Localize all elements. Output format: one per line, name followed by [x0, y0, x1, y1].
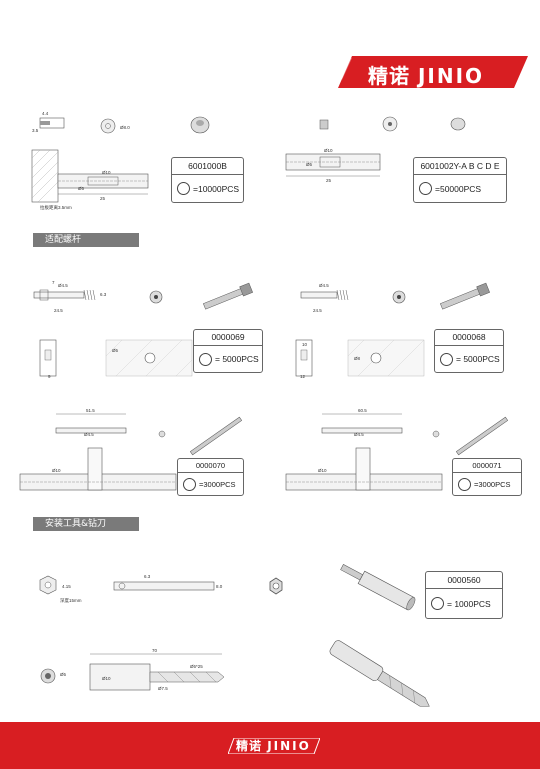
cam-6001002Y-drawings: Ø10 Ø5 25	[285, 116, 466, 183]
product-qty: = 5000PCS	[456, 354, 500, 364]
dim-51-5: 51.5	[86, 408, 95, 413]
package-icon	[431, 597, 444, 610]
product-card-0000068: 0000068 = 5000PCS	[434, 329, 504, 373]
drill-bit-drawings: Ø5 70 Ø10 Ø5*25 Ø7.5	[40, 648, 225, 691]
dim-d8-hole: Ø8	[354, 356, 361, 361]
dim-12: 12	[300, 374, 306, 379]
dim-d10-b: Ø10	[324, 148, 333, 153]
dim-25-b: 25	[326, 178, 332, 183]
brand-logo-footer	[228, 738, 320, 754]
hole-view-0000068: 10 12 Ø8	[295, 339, 425, 379]
dim-d10: Ø10	[102, 170, 111, 175]
thickness-note: 拉板距离3.5mm	[40, 204, 72, 211]
dim-24-5-b: 24.5	[313, 308, 322, 313]
dim-4-15: 4.15	[62, 584, 71, 589]
dim-7: 7	[52, 280, 55, 285]
dim-6-3-tool: 6.3	[144, 574, 151, 579]
hex-socket-icon	[269, 577, 283, 595]
dim-6-3: 6.3	[100, 292, 107, 297]
dim-d4-5-bolt: Ø4.5	[84, 432, 94, 437]
product-code: 0000069	[194, 330, 262, 346]
package-icon	[183, 477, 196, 491]
dim-d5-hole: Ø5	[112, 348, 119, 353]
screw-0000069-drawings: Ø4.5 7 6.3 24.5	[33, 280, 254, 313]
dim-10: 10	[302, 342, 308, 347]
product-qty: = 1000PCS	[447, 598, 491, 609]
product-qty: = 5000PCS	[215, 354, 259, 364]
brand-logo-top	[338, 56, 528, 88]
dim-d10-bolt: Ø10	[52, 468, 61, 473]
product-code: 6001002Y-A B C D E	[414, 158, 506, 175]
dim-d4-5-b: Ø4.5	[319, 283, 329, 288]
brand-en-text: JINIO	[417, 64, 485, 88]
dim-3-5: 3.5	[32, 128, 39, 133]
product-qty: =50000PCS	[435, 183, 482, 194]
product-card-0000560: 0000560 = 1000PCS	[425, 571, 503, 619]
package-icon	[199, 352, 212, 366]
product-card-0000070: 0000070 =3000PCS	[177, 458, 244, 496]
dim-4-4: 4.4	[42, 111, 49, 116]
bolt-0000071-drawings: 60.5 Ø4.5 Ø10	[285, 408, 509, 491]
bolt-0000070-drawings: 51.5 Ø4.5 Ø10	[19, 408, 243, 491]
section-title-screws: 适配螺杆	[33, 233, 139, 247]
product-card-6001002Y: 6001002Y-A B C D E =50000PCS	[413, 157, 507, 203]
product-code: 0000071	[453, 459, 521, 473]
dim-d7-5: Ø7.5	[158, 686, 168, 691]
product-code: 6001000B	[172, 158, 243, 175]
dim-d5: Ø5	[78, 186, 85, 191]
dim-d4-5-bolt-b: Ø4.5	[354, 432, 364, 437]
footer-bar	[0, 722, 540, 769]
dim-8-0: 8.0	[216, 584, 223, 589]
brand-cn-text-footer: 精诺	[236, 739, 263, 753]
brand-cn-text: 精诺	[368, 64, 410, 88]
product-qty: =3000PCS	[474, 479, 511, 489]
dim-d5x25: Ø5*25	[190, 664, 203, 669]
package-icon	[458, 477, 471, 491]
product-code: 0000560	[426, 572, 502, 589]
dim-d5-b: Ø5	[306, 162, 313, 167]
screw-0000068-drawings: Ø4.5 24.5	[300, 282, 491, 313]
install-tool-3d	[340, 564, 416, 611]
product-qty: =3000PCS	[199, 479, 236, 489]
dim-70: 70	[152, 648, 158, 653]
package-icon	[177, 182, 190, 195]
cam-6001000B-drawings: 4.4 3.5 Ø8.0 Ø10 Ø5 25 拉板距离3.5mm	[31, 111, 210, 211]
dim-d4-5: Ø4.5	[58, 283, 68, 288]
hole-view-0000069: 9 Ø5	[39, 339, 193, 379]
product-code: 0000068	[435, 330, 503, 346]
brand-name-top: 精诺 JINIO	[368, 60, 484, 89]
dim-d5-drill: Ø5	[60, 672, 67, 677]
package-icon	[419, 182, 432, 195]
brand-en-text-footer: JINIO	[267, 739, 311, 753]
install-tool-drawings: 4.15 深度15mm 6.3 8.0	[39, 574, 223, 604]
depth-note: 深度15mm	[60, 597, 82, 604]
product-card-6001000B: 6001000B =10000PCS	[171, 157, 244, 203]
product-card-0000069: 0000069 = 5000PCS	[193, 329, 263, 373]
dim-d8: Ø8.0	[120, 125, 130, 130]
dim-60-5: 60.5	[358, 408, 367, 413]
product-code: 0000070	[178, 459, 243, 473]
package-icon	[440, 352, 453, 366]
dim-9: 9	[48, 374, 51, 379]
dim-24-5: 24.5	[54, 308, 63, 313]
brand-name-footer: 精诺 JINIO	[236, 738, 311, 754]
dim-d10-drill: Ø10	[102, 676, 111, 681]
product-card-0000071: 0000071 =3000PCS	[452, 458, 522, 496]
section-title-tools: 安装工具&钻刀	[33, 517, 139, 531]
drill-bit-3d	[329, 640, 430, 707]
product-qty: =10000PCS	[193, 183, 240, 194]
dim-25: 25	[100, 196, 106, 201]
dim-d10-bolt-b: Ø10	[318, 468, 327, 473]
